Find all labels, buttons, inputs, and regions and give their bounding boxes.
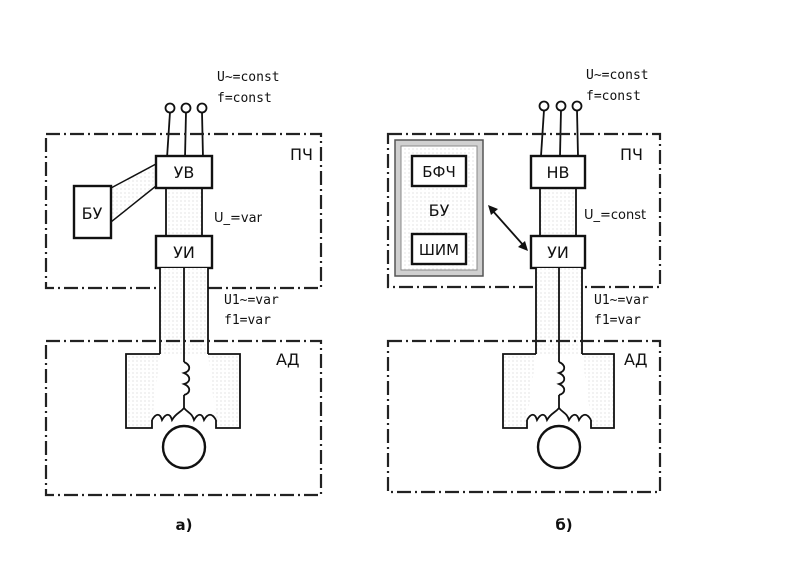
supply-frequency-label-a: f=const <box>217 91 272 106</box>
rectifier-label-a: УВ <box>174 163 195 182</box>
motor-rotor-a <box>161 424 207 470</box>
motor-frame-a <box>44 339 323 497</box>
motor-label-b: АД <box>624 350 647 369</box>
supply-terminals-a <box>164 102 208 159</box>
output-frequency-label-a: f1=var <box>224 313 271 328</box>
output-voltage-label-a: U1~=var <box>224 293 279 308</box>
dc-voltage-label-b: U_=const <box>584 208 646 223</box>
supply-voltage-label-a: U~=const <box>217 70 280 85</box>
rectifier-block-b <box>529 154 587 190</box>
converter-label-b: ПЧ <box>620 145 643 164</box>
caption-b: б) <box>555 516 572 534</box>
motor-frame-b <box>386 339 662 494</box>
converter-frame-b <box>386 132 662 289</box>
freq-former-block-b <box>410 154 468 188</box>
output-voltage-label-b: U1~=var <box>594 293 649 308</box>
rectifier-label-b: НВ <box>546 163 569 182</box>
motor-label-a: АД <box>276 350 299 369</box>
inverter-label-b: УИ <box>547 243 569 262</box>
control-unit-label-a: БУ <box>82 204 103 223</box>
output-frequency-label-b: f1=var <box>594 313 641 328</box>
supply-voltage-label-b: U~=const <box>586 68 649 83</box>
dc-voltage-label-a: U_=var <box>214 211 263 226</box>
control-unit-label-b: БУ <box>429 201 450 220</box>
control-unit-block-a <box>72 184 113 240</box>
inverter-block-b <box>529 234 587 270</box>
converter-frame-a <box>44 132 323 290</box>
control-link-arrow-b <box>488 205 528 251</box>
scheme-a: U~=const f=const ПЧ U_=var БУ УВ УИ <box>44 70 323 534</box>
converter-label-a: ПЧ <box>290 145 313 164</box>
inverter-label-a: УИ <box>173 243 195 262</box>
freq-former-label-b: БФЧ <box>422 163 456 181</box>
motor-windings-a <box>125 353 241 429</box>
rectifier-block-a <box>154 154 214 190</box>
pwm-label-b: ШИМ <box>419 241 459 259</box>
motor-windings-b <box>502 353 615 429</box>
supply-terminals-b <box>538 100 583 157</box>
supply-frequency-label-b: f=const <box>586 89 641 104</box>
pwm-block-b <box>410 232 468 266</box>
scheme-b: U~=const f=const ПЧ БФЧ БУ ШИМ U_ <box>386 68 662 534</box>
motor-rotor-b <box>536 424 582 470</box>
caption-a: а) <box>176 516 193 534</box>
